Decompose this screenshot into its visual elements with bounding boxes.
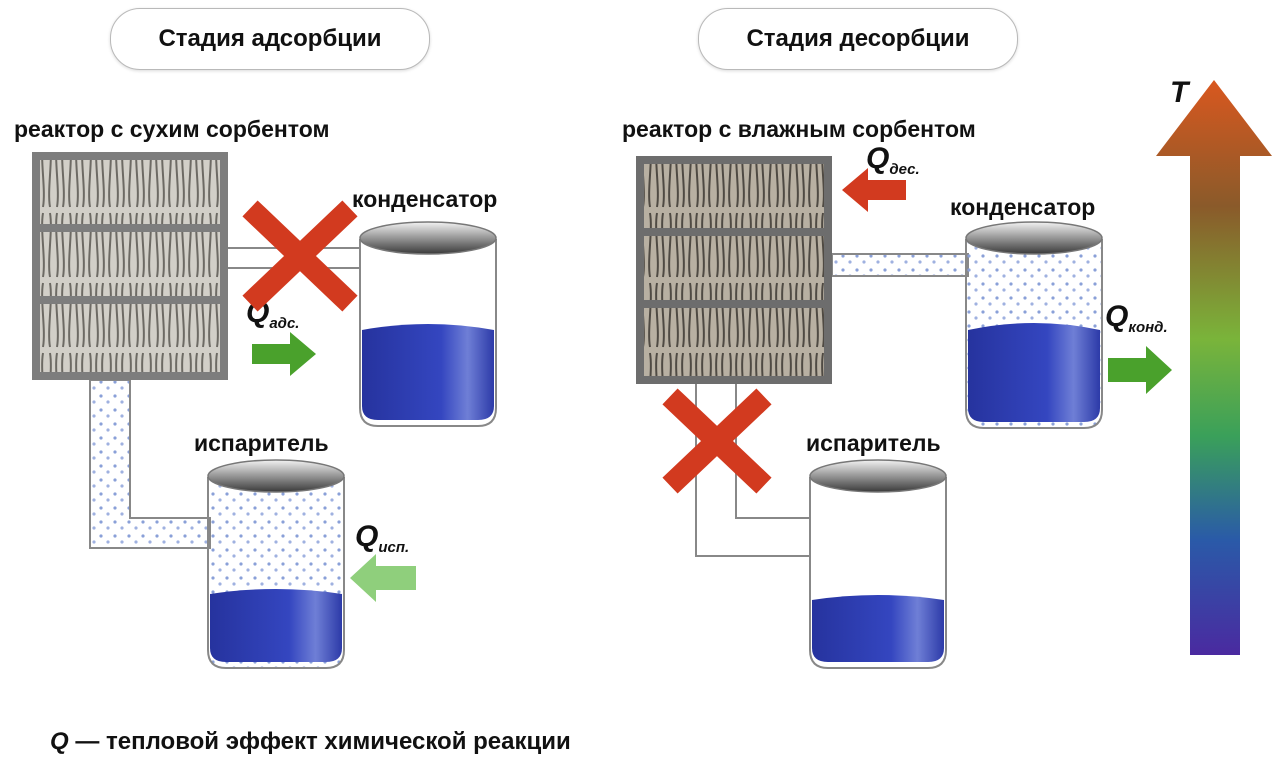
q-condensation-symbol: Q [1105, 300, 1129, 333]
left-reactor [32, 152, 228, 380]
q-condensation-label: Qконд. [1105, 300, 1168, 336]
legend-text: — тепловой эффект химической реакции [68, 728, 571, 755]
temperature-label: T [1170, 76, 1189, 109]
stage-adsorption-title: Стадия адсорбции [110, 8, 430, 70]
q-evaporation-arrow [350, 554, 416, 602]
left-pipe-to-evaporator [89, 379, 211, 549]
q-condensation-arrow [1108, 346, 1172, 394]
right-condenser [965, 221, 1103, 429]
temperature-arrow [1156, 80, 1272, 655]
right-condenser-label: конденсатор [950, 194, 1096, 220]
q-evaporation-symbol: Q [355, 520, 379, 553]
stage-desorption-title: Стадия десорбции [698, 8, 1018, 70]
right-pipe-to-condenser [831, 253, 969, 277]
right-reactor-label: реактор с влажным сорбентом [622, 116, 976, 142]
q-adsorption-sub: адс. [269, 315, 300, 332]
q-adsorption-arrow [252, 332, 316, 376]
q-condensation-sub: конд. [1128, 319, 1168, 336]
left-reactor-label: реактор с сухим сорбентом [14, 116, 330, 142]
left-evaporator-label: испаритель [194, 430, 329, 456]
left-condenser [359, 221, 497, 427]
stage-adsorption-text: Стадия адсорбции [158, 25, 382, 52]
right-closed-valve-cross [662, 388, 772, 494]
q-evaporation-sub: исп. [378, 539, 410, 556]
q-desorption-arrow [842, 168, 906, 212]
q-desorption-label: Qдес. [866, 142, 920, 178]
left-closed-valve-cross [242, 200, 358, 312]
right-evaporator [809, 459, 947, 669]
legend: Q — тепловой эффект химической реакции [50, 728, 571, 756]
right-reactor [636, 156, 832, 384]
left-evaporator [207, 459, 345, 669]
q-desorption-sub: дес. [889, 161, 920, 178]
q-evaporation-label: Qисп. [355, 520, 409, 556]
left-condenser-label: конденсатор [352, 186, 498, 212]
right-evaporator-label: испаритель [806, 430, 941, 456]
stage-desorption-text: Стадия десорбции [746, 25, 970, 52]
legend-symbol: Q [50, 728, 69, 755]
q-desorption-symbol: Q [866, 142, 890, 175]
